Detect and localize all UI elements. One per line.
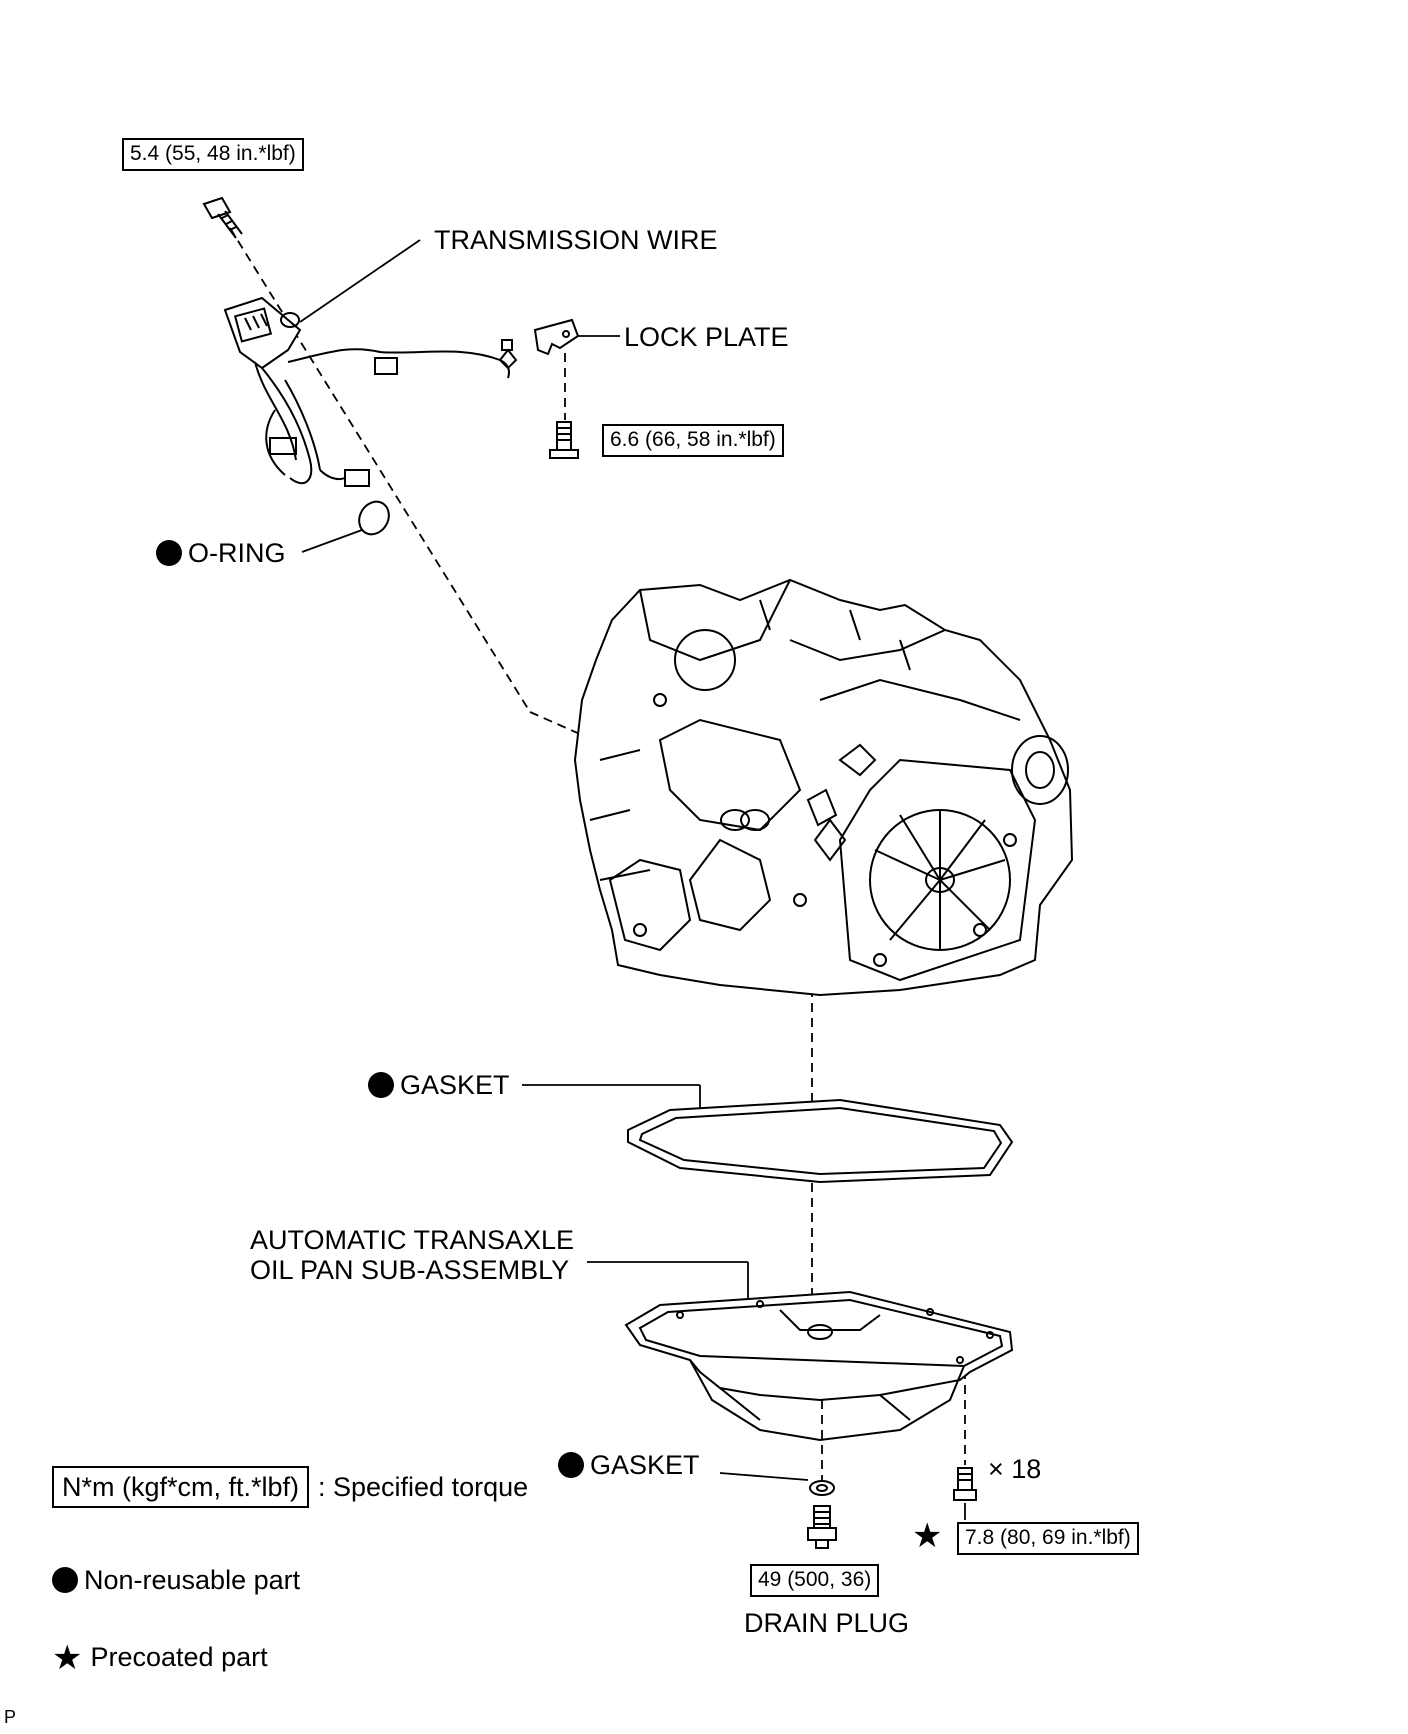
legend-precoated-text: Precoated part — [90, 1642, 268, 1672]
torque-pan-bolt: 7.8 (80, 69 in.*lbf) — [957, 1522, 1139, 1555]
precoated-star-icon: ★ — [912, 1517, 943, 1555]
oil-pan-line2: OIL PAN SUB-ASSEMBLY — [250, 1255, 570, 1285]
o-ring-text: O-RING — [188, 538, 286, 568]
transmission-wire-icon — [223, 296, 518, 487]
oil-pan-line1: AUTOMATIC TRANSAXLE — [250, 1225, 575, 1255]
torque-lock-plate-bolt: 6.6 (66, 58 in.*lbf) — [602, 424, 784, 457]
label-o-ring: O-RING — [156, 538, 286, 568]
torque-wire-bolt: 5.4 (55, 48 in.*lbf) — [122, 138, 304, 171]
pan-bolt-icon — [953, 1467, 977, 1501]
precoated-star-icon: ★ — [52, 1639, 83, 1677]
legend-torque-desc: : Specified torque — [318, 1472, 529, 1502]
transaxle-icon — [573, 578, 1074, 997]
torque-drain-plug: 49 (500, 36) — [750, 1564, 880, 1597]
oil-pan-icon — [624, 1290, 1014, 1442]
label-gasket-upper: GASKET — [368, 1070, 510, 1100]
o-ring-icon — [358, 500, 390, 536]
label-bolt-count: × 18 — [988, 1454, 1042, 1484]
lock-plate-icon — [533, 318, 580, 356]
non-reusable-dot-icon — [52, 1567, 78, 1593]
drain-gasket-icon — [809, 1480, 835, 1496]
drain-plug-icon — [807, 1505, 837, 1549]
legend-non-reusable: Non-reusable part — [52, 1565, 300, 1595]
legend-non-reusable-text: Non-reusable part — [84, 1565, 301, 1595]
pan-bolt-precoated-star: ★ — [912, 1517, 950, 1555]
gasket-upper-text: GASKET — [400, 1070, 510, 1100]
label-lock-plate: LOCK PLATE — [624, 322, 789, 352]
lock-plate-bolt-icon — [549, 421, 579, 459]
gasket-lower-text: GASKET — [590, 1450, 700, 1480]
non-reusable-dot-icon — [368, 1072, 394, 1098]
wire-bolt-icon — [202, 196, 243, 239]
legend-precoated: ★Precoated part — [52, 1639, 268, 1677]
label-gasket-lower: GASKET — [558, 1450, 700, 1480]
label-drain-plug: DRAIN PLUG — [744, 1608, 910, 1638]
footer-code: P — [4, 1707, 17, 1727]
label-oil-pan: AUTOMATIC TRANSAXLE OIL PAN SUB-ASSEMBLY — [250, 1225, 574, 1285]
leader-lines — [299, 239, 966, 1520]
legend-torque-box: N*m (kgf*cm, ft.*lbf) — [52, 1466, 310, 1508]
label-transmission-wire: TRANSMISSION WIRE — [434, 225, 718, 255]
non-reusable-dot-icon — [156, 540, 182, 566]
non-reusable-dot-icon — [558, 1452, 584, 1478]
pan-gasket-icon — [627, 1098, 1014, 1184]
